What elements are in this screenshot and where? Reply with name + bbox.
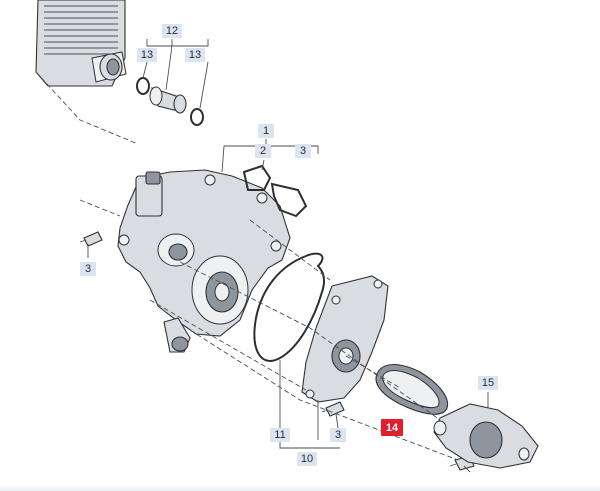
callout-14-selected[interactable]: 14: [381, 419, 403, 436]
svg-text:3: 3: [85, 263, 91, 275]
svg-text:10: 10: [301, 453, 313, 465]
svg-text:3: 3: [300, 145, 306, 157]
svg-text:13: 13: [189, 49, 201, 61]
gasket: [242, 164, 308, 218]
svg-text:3: 3: [335, 429, 341, 441]
svg-text:2: 2: [260, 145, 266, 157]
svg-text:11: 11: [274, 429, 285, 441]
pump-plate: [301, 275, 389, 403]
svg-text:1: 1: [263, 125, 269, 137]
callout-2[interactable]: 2: [255, 144, 271, 158]
bolt: [79, 231, 103, 247]
callout-1[interactable]: 1: [258, 124, 274, 138]
pump-housing: [117, 169, 291, 353]
callout-12[interactable]: 12: [162, 24, 182, 38]
o-ring: [253, 252, 326, 362]
bolt: [321, 401, 345, 417]
connector-pipe: [136, 77, 204, 126]
svg-text:13: 13: [141, 49, 153, 61]
bottom-edge: [0, 485, 600, 491]
callout-13[interactable]: 13: [137, 48, 157, 62]
callout-3[interactable]: 3: [80, 262, 96, 276]
callout-3[interactable]: 3: [295, 144, 311, 158]
oil-cooler: [35, 0, 127, 87]
belt-cover: [433, 403, 539, 469]
callout-3[interactable]: 3: [330, 428, 346, 442]
callout-10[interactable]: 10: [297, 452, 317, 466]
svg-text:12: 12: [166, 25, 178, 37]
callout-13[interactable]: 13: [185, 48, 205, 62]
callout-15[interactable]: 15: [478, 376, 498, 390]
svg-text:14: 14: [386, 422, 399, 434]
callout-11[interactable]: 11: [270, 428, 290, 442]
drive-belt: [375, 363, 448, 415]
svg-text:15: 15: [482, 377, 494, 389]
leader-lines: [35, 39, 489, 473]
